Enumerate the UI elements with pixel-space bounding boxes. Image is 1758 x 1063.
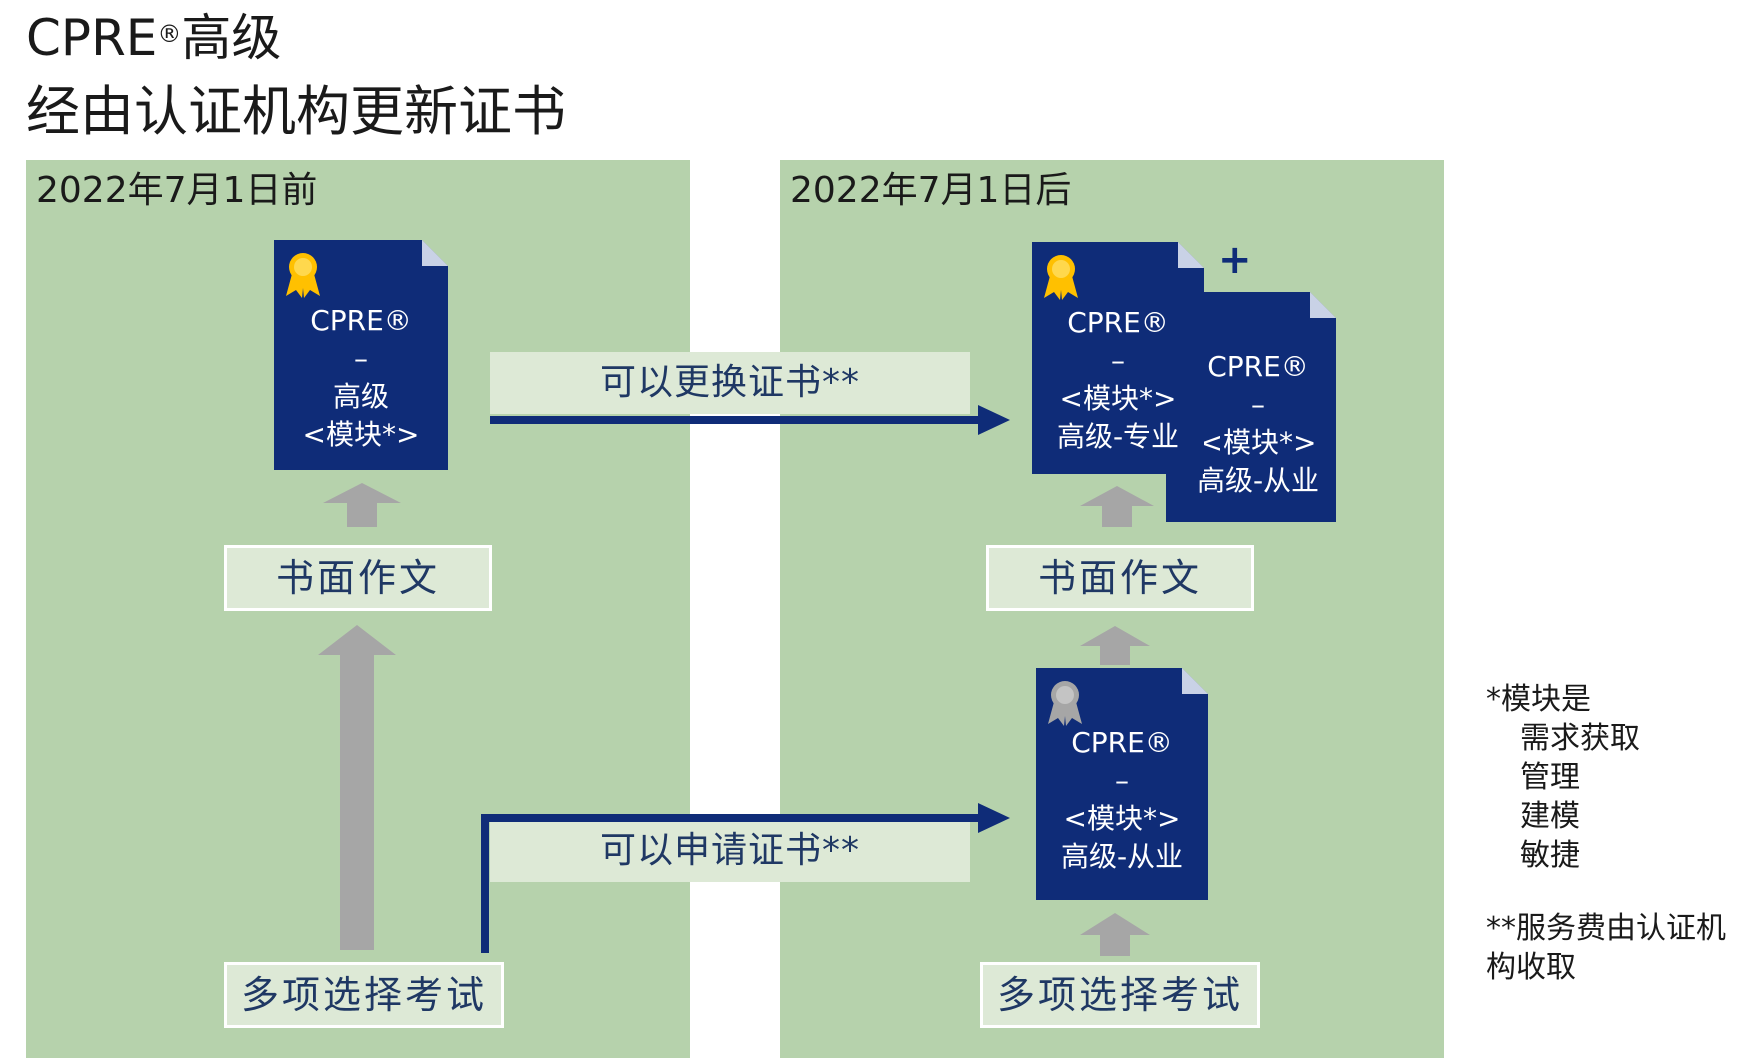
certificate-practitioner: CPRE® – <模块*> 高级-从业	[1036, 668, 1208, 900]
medal-gray-icon	[1046, 678, 1084, 728]
cert-line: <模块*>	[1059, 382, 1177, 415]
cert-line: –	[1115, 764, 1129, 797]
cert-line: CPRE®	[1207, 350, 1309, 383]
fee-note-line1: **服务费由认证机	[1486, 911, 1726, 946]
cert-line: <模块*>	[1199, 426, 1317, 459]
title-registered-mark: ®	[157, 20, 182, 48]
module-item: 管理	[1520, 760, 1580, 795]
page-title-line1: CPRE®高级	[26, 8, 281, 68]
cert-line: –	[354, 342, 368, 375]
cert-line: <模块*>	[1063, 802, 1181, 835]
certificate-text: CPRE® – <模块*> 高级-从业	[1180, 348, 1336, 500]
certificate-text: CPRE® – <模块*> 高级-专业	[1032, 304, 1204, 456]
fee-note-line2: 构收取	[1486, 950, 1576, 985]
cert-line: <模块*>	[302, 418, 420, 451]
apply-label: 可以申请证书**	[599, 830, 860, 871]
medal-gold-icon	[284, 250, 322, 300]
module-item: 敏捷	[1520, 838, 1580, 873]
certificate-advanced-old: CPRE® – 高级 <模块*>	[274, 240, 448, 470]
module-item: 建模	[1520, 799, 1580, 834]
cert-line: CPRE®	[1071, 726, 1173, 759]
exam-box-right: 多项选择考试	[980, 962, 1260, 1028]
notes-spacer	[1486, 875, 1726, 909]
panel-after-label: 2022年7月1日后	[790, 170, 1072, 211]
title-level: 高级	[181, 9, 282, 67]
cert-line: CPRE®	[310, 304, 412, 337]
medal-gold-icon	[1042, 252, 1080, 302]
panel-before-label: 2022年7月1日前	[36, 170, 318, 211]
title-cpre: CPRE	[26, 9, 158, 67]
certificate-text: CPRE® – 高级 <模块*>	[274, 302, 448, 454]
certificate-professional-front: CPRE® – <模块*> 高级-专业	[1032, 242, 1204, 474]
page-title-line2: 经由认证机构更新证书	[26, 80, 566, 143]
modules-heading: *模块是	[1486, 682, 1591, 717]
cert-line: CPRE®	[1067, 306, 1169, 339]
cert-line: 高级	[332, 380, 389, 413]
essay-box-right: 书面作文	[986, 545, 1254, 611]
exam-box-left: 多项选择考试	[224, 962, 504, 1028]
replace-label-band: 可以更换证书**	[490, 352, 970, 414]
certificate-text: CPRE® – <模块*> 高级-从业	[1036, 724, 1208, 876]
cert-line: 高级-专业	[1056, 420, 1180, 453]
cert-line: 高级-从业	[1060, 840, 1184, 873]
replace-label: 可以更换证书**	[599, 362, 860, 403]
plus-sign: +	[1218, 237, 1252, 283]
essay-box-left: 书面作文	[224, 545, 492, 611]
apply-label-band: 可以申请证书**	[490, 820, 970, 882]
module-item: 需求获取	[1520, 721, 1640, 756]
cert-line: 高级-从业	[1196, 464, 1320, 497]
cert-line: –	[1251, 388, 1265, 421]
footnotes: *模块是 需求获取 管理 建模 敏捷 **服务费由认证机 构收取	[1486, 680, 1726, 987]
cert-line: –	[1111, 344, 1125, 377]
